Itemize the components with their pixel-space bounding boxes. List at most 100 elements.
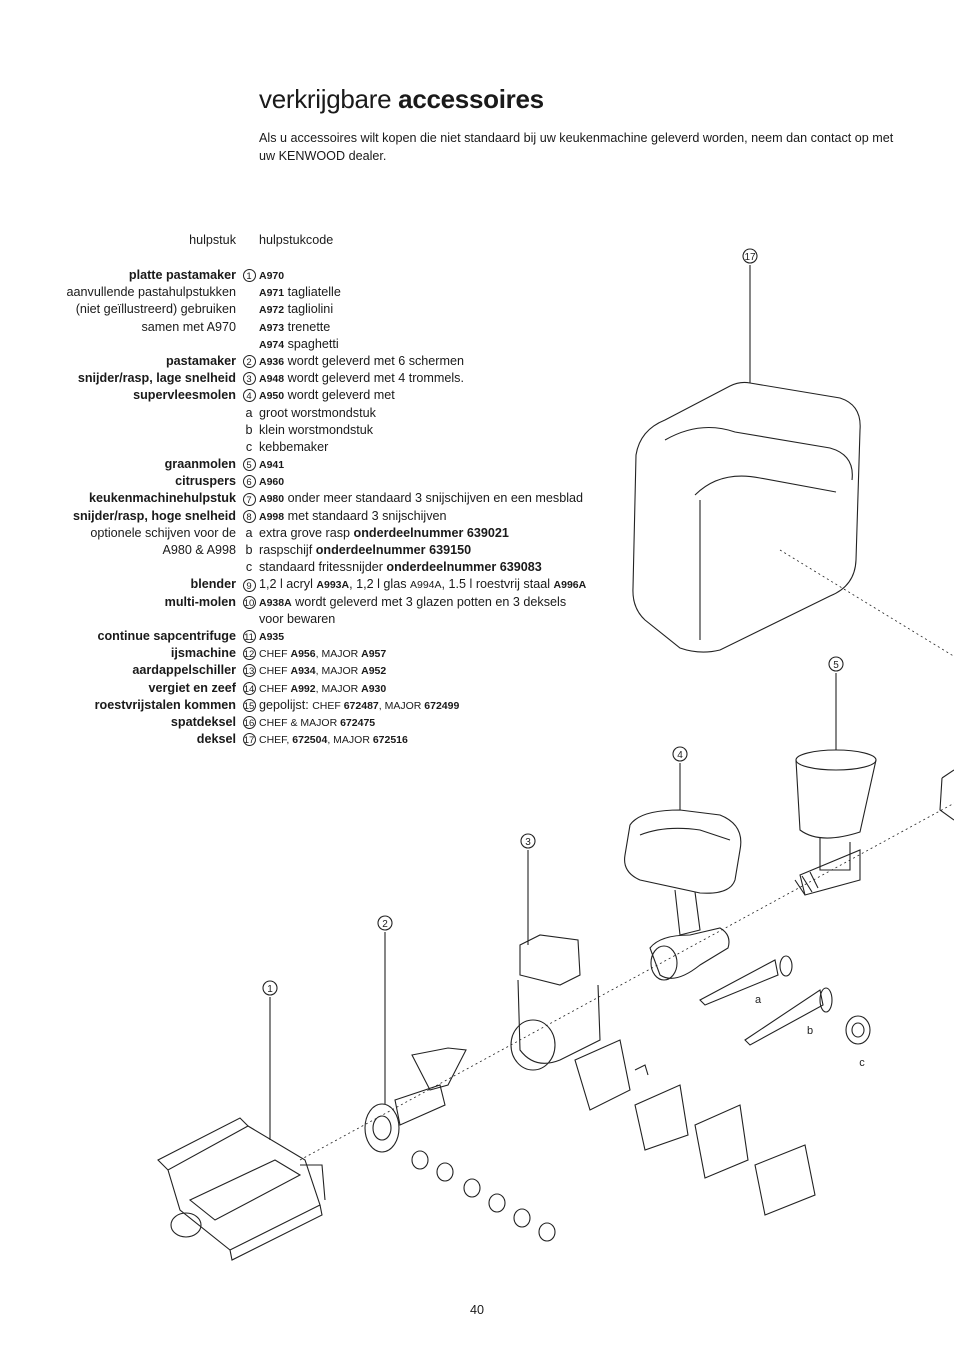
callout-4: 4 [677,750,683,761]
page-title: verkrijgbare accessoires [259,84,544,115]
item-number-circle: 1 [242,269,256,283]
part-text: extra grove rasp [259,525,354,540]
item-number-circle: 13 [242,664,256,678]
item-number-circle: 5 [242,458,256,472]
item-marker: 13 [241,662,257,679]
item-marker: 4 [241,387,257,404]
part-text: groot worstmondstuk [259,405,376,420]
item-marker: 14 [241,680,257,697]
accessory-name: samen met A970 [141,319,236,334]
accessory-row: b klein worstmondstuk [0,422,640,439]
item-marker: c [245,439,253,454]
accessory-name: platte pastamaker [128,268,236,282]
item-marker: 2 [241,353,257,370]
part-text: A994A [410,579,442,592]
page-number: 40 [469,1303,484,1317]
assembly-line [299,802,954,1161]
item-number-circle: 10 [242,595,256,609]
accessory-code-text: 1,2 l acryl A993A, 1,2 l glas A994A, 1.5… [259,576,586,594]
part-text: CHEF [259,665,291,678]
item-marker: b [245,422,253,437]
item-number-circle: 6 [242,475,256,489]
part-code: A938A [259,596,292,609]
part-text: , MAJOR [327,734,373,747]
accessory-code-text: kebbemaker [259,439,328,456]
accessory-code-text: gepolijst: CHEF 672487, MAJOR 672499 [259,697,459,715]
accessory-name: (niet geïllustreerd) gebruiken [75,302,236,317]
part-text: kebbemaker [259,439,329,454]
accessory-name: multi-molen [164,594,236,609]
flat-pasta-roller-drawing [157,1117,326,1261]
part-text: CHEF, [259,734,293,747]
item-marker: b [245,543,253,557]
part-code: A950 [259,390,285,403]
part-code: A936 [259,355,285,368]
item-number-circle: 8 [242,509,256,523]
title-bold: accessoires [398,84,544,114]
accessory-code-text: A935 [259,628,284,646]
item-marker: 15 [241,697,257,714]
accessory-name: vergiet en zeef [148,680,237,695]
part-text: klein worstmondstuk [259,422,374,437]
part-text: onderdeelnummer 639150 [315,543,472,557]
part-code: A941 [259,459,285,472]
accessory-name: snijder/rasp, hoge snelheid [72,508,236,523]
part-code: A956 [290,648,316,661]
callout-17: 17 [744,252,756,263]
accessory-name: keukenmachinehulpstuk [89,491,236,506]
sublabel-c: c [859,1057,865,1069]
callout-3: 3 [525,837,531,848]
part-text: tagliatelle [284,285,341,300]
part-text: standaard fritessnijder [259,560,387,575]
item-marker: a [245,525,253,540]
part-text: , MAJOR [315,648,362,661]
sublabel-b: b [807,1025,813,1037]
accessory-code-text: standaard fritessnijder onderdeelnummer … [259,559,542,576]
column-header-code: hulpstukcode [259,233,334,247]
accessory-code-text: A973 trenette [259,319,330,337]
part-text: spaghetti [284,336,339,351]
item-number-circle: 2 [242,355,256,369]
accessory-code-text: A971 tagliatelle [259,284,341,302]
accessory-name: A980 & A998 [162,543,236,557]
part-text: raspschijf [259,543,316,557]
accessory-code-text: CHEF A934, MAJOR A952 [259,662,386,680]
accessory-name: aardappelschiller [132,663,236,678]
item-marker: 10 [241,594,257,611]
callout-5: 5 [833,660,839,671]
item-marker: 1 [241,267,257,284]
part-text: wordt geleverd met 6 schermen [284,353,465,368]
accessory-code-text: A972 tagliolini [259,301,333,319]
part-text: tagliolini [284,302,334,317]
meat-grinder-drawing [624,809,871,1046]
part-code: 672475 [340,716,376,729]
item-marker: 11 [241,628,257,645]
part-code: A957 [361,648,387,661]
part-text: onder meer standaard 3 snijschijven en e… [284,491,584,506]
sublabel-a: a [755,994,762,1006]
accessory-name: pastamaker [165,353,236,368]
accessory-code-text: voor bewaren [259,611,335,628]
accessory-code-text: A948 wordt geleverd met 4 trommels. [259,370,464,388]
accessory-code-text: CHEF A992, MAJOR A930 [259,680,386,698]
callout-2: 2 [382,919,388,930]
accessory-code-text: A941 [259,456,284,474]
part-text: , MAJOR [315,682,362,695]
accessory-name: roestvrijstalen kommen [94,697,236,712]
accessory-row: voor bewaren [0,611,640,628]
